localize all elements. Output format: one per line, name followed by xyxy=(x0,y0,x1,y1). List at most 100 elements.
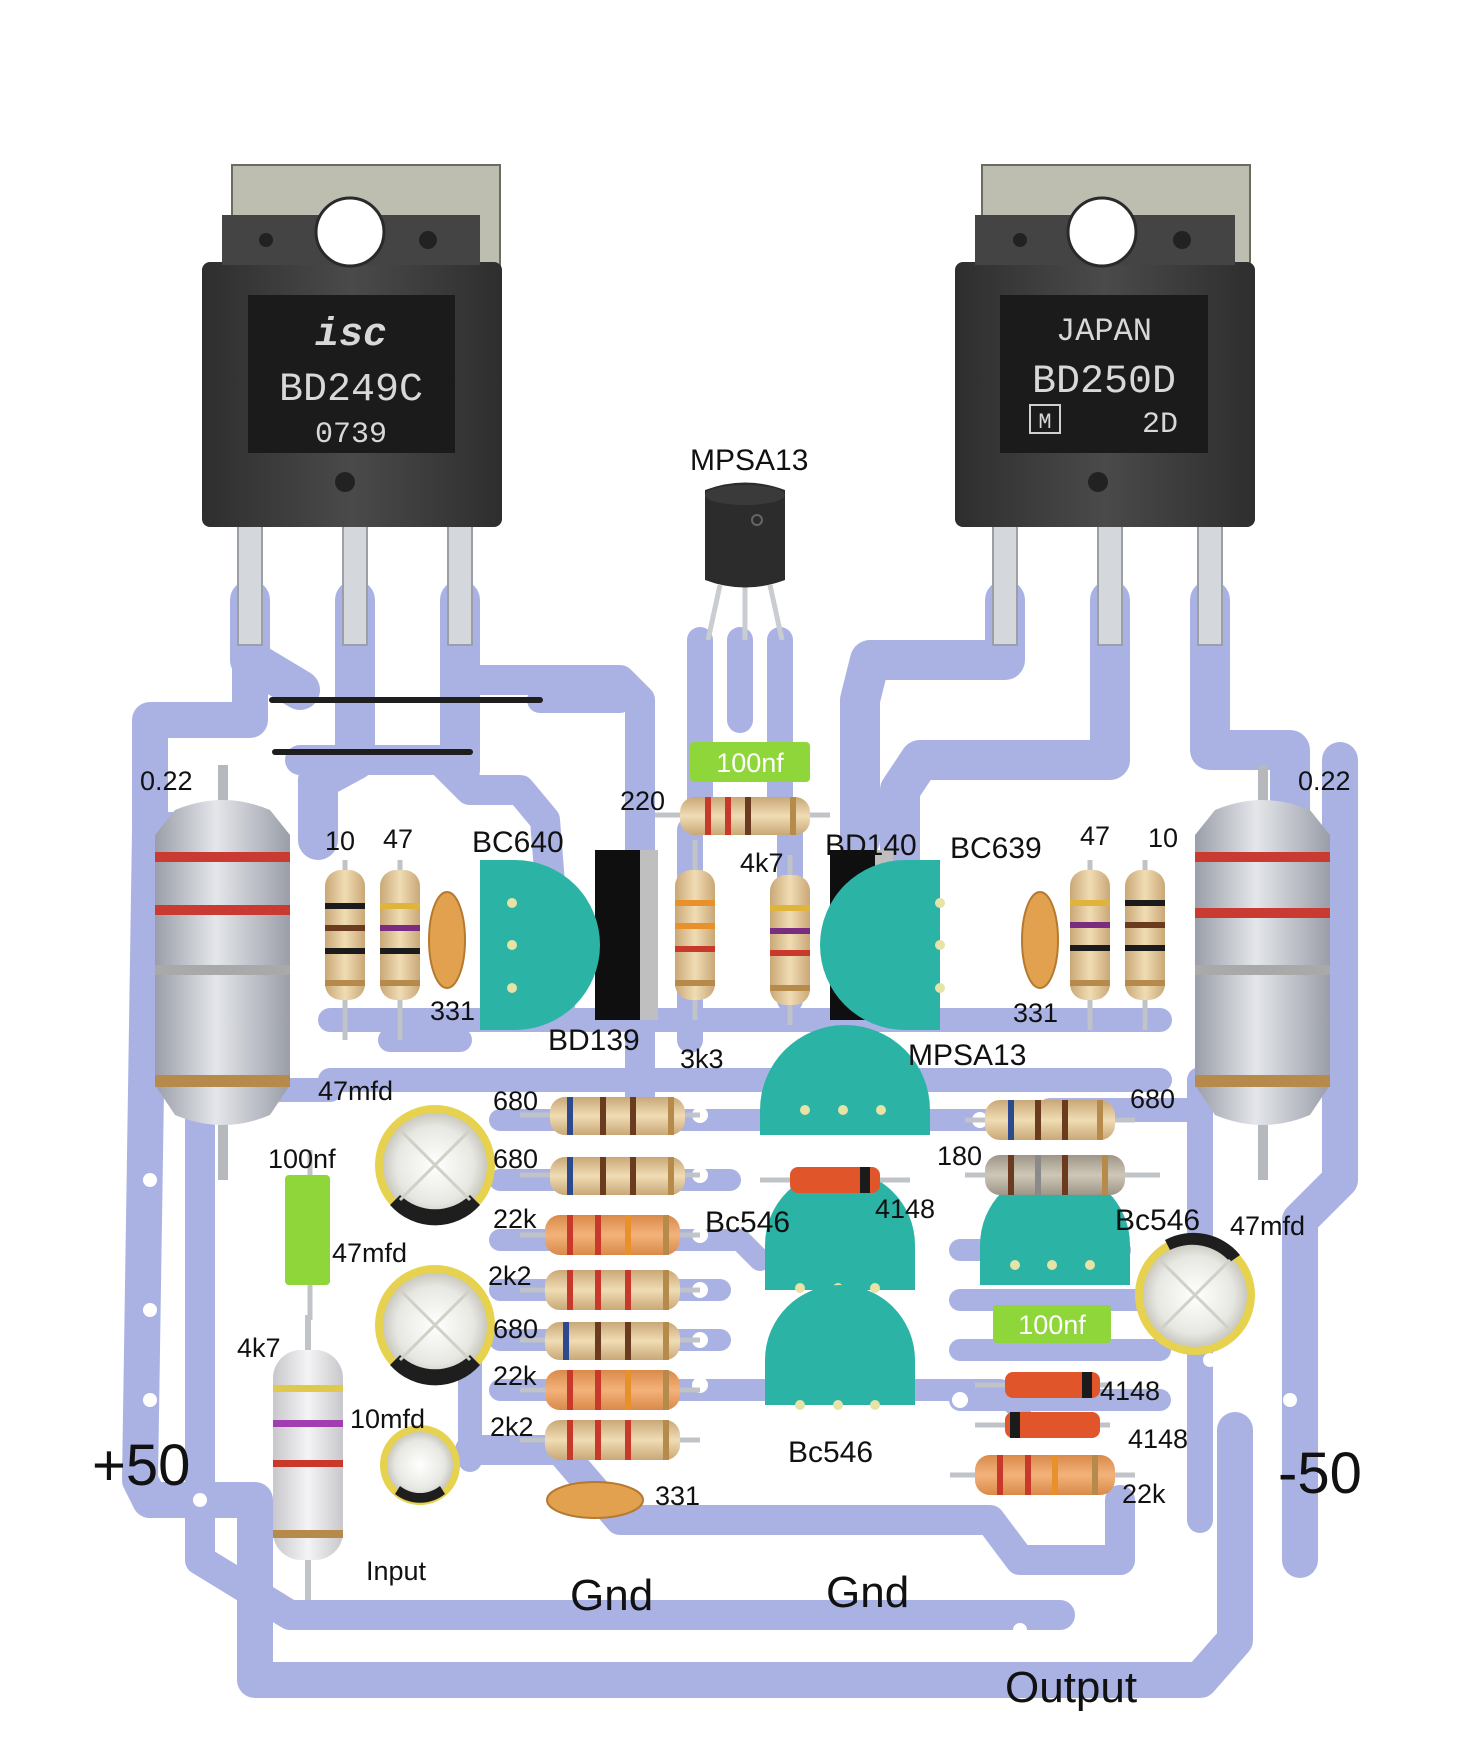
resistor-680-1 xyxy=(520,1097,700,1135)
resistor-680-right xyxy=(965,1100,1135,1140)
right-chip-brand: JAPAN xyxy=(1056,313,1152,350)
manufacturer-logo-box xyxy=(1029,404,1061,434)
bd139-body xyxy=(595,850,640,1020)
pcb-pads xyxy=(143,1107,1347,1637)
power-resistor-left xyxy=(155,765,290,1180)
e-cap-47mfd-top xyxy=(375,1105,495,1226)
to92-leads xyxy=(705,584,785,641)
label-bc546-1: Bc546 xyxy=(705,1206,790,1239)
label-bc640: BC640 xyxy=(472,826,564,859)
left-chip-brand: isc xyxy=(315,313,387,358)
resistor-2k2-2 xyxy=(520,1420,700,1460)
label-e47mfd-right: 47mfd xyxy=(1230,1211,1305,1241)
label-gnd-left: Gnd xyxy=(570,1571,653,1620)
left-chip-part: BD249C xyxy=(279,368,423,413)
e-cap-47mfd-mid xyxy=(375,1265,495,1386)
right-chip-part: BD250D xyxy=(1032,360,1176,405)
label-r22k-1: 22k xyxy=(493,1204,537,1234)
label-d4148-1: 4148 xyxy=(875,1194,935,1224)
component-labels: MPSA13 0.22 0.22 10 47 BC640 220 4k7 BD1… xyxy=(92,444,1362,1712)
resistor-47-left xyxy=(380,870,420,1000)
right-chip-code: 2D xyxy=(1142,408,1178,442)
label-r22k-right: 22k xyxy=(1122,1479,1166,1509)
e-cap-10mfd xyxy=(380,1425,460,1505)
label-e10mfd: 10mfd xyxy=(350,1404,425,1434)
label-gnd-right: Gnd xyxy=(826,1568,909,1617)
mounting-hole xyxy=(314,196,386,268)
label-r10-right: 10 xyxy=(1148,823,1178,853)
ceramic-caps-331 xyxy=(428,891,1059,1519)
diode-4148-1 xyxy=(760,1167,910,1193)
label-plus50: +50 xyxy=(92,1433,190,1498)
label-r22k-2: 22k xyxy=(493,1361,537,1391)
label-bd140: BD140 xyxy=(825,829,917,862)
cap-100nf-top-label: 100nf xyxy=(716,748,784,778)
label-c331-left: 331 xyxy=(430,996,475,1026)
resistors-right xyxy=(950,1100,1160,1495)
label-r022-right: 0.22 xyxy=(1298,766,1351,796)
label-input: Input xyxy=(366,1556,427,1586)
diode-4148-3 xyxy=(975,1412,1110,1438)
resistor-4k7-left xyxy=(273,1315,343,1600)
label-r3k3: 3k3 xyxy=(680,1044,724,1074)
bc546-transistor-3 xyxy=(765,1285,915,1410)
bc640-transistor xyxy=(480,860,600,1030)
e-cap-47mfd-right xyxy=(1135,1232,1255,1355)
bc546-transistor-2 xyxy=(980,1170,1130,1285)
chip-capacitor-100nf-right: 100nf xyxy=(993,1305,1111,1343)
label-r10-left: 10 xyxy=(325,826,355,856)
power-transistor-left: isc BD249C 0739 xyxy=(202,164,502,646)
label-c331-bottom: 331 xyxy=(655,1481,700,1511)
label-r680-2: 680 xyxy=(493,1144,538,1174)
resistor-22k-2 xyxy=(520,1370,700,1410)
resistors-left-column xyxy=(520,1097,700,1460)
label-r2k2-2: 2k2 xyxy=(490,1412,534,1442)
resistor-2k2-1 xyxy=(520,1270,700,1310)
left-chip-code: 0739 xyxy=(315,418,387,452)
label-cap100nf-left: 100nf xyxy=(268,1144,336,1174)
electrolytic-capacitors xyxy=(375,1105,1255,1505)
power-transistor-right: JAPAN BD250D M 2D xyxy=(955,164,1255,646)
label-mpsa13-top: MPSA13 xyxy=(690,444,808,477)
mounting-hole xyxy=(1066,196,1138,268)
resistor-680-2 xyxy=(520,1157,700,1195)
label-r022-left: 0.22 xyxy=(140,766,193,796)
mpsa13-top-transistor xyxy=(705,482,785,641)
label-r47-left: 47 xyxy=(383,824,413,854)
label-bc546-2: Bc546 xyxy=(1115,1204,1200,1237)
label-minus50: -50 xyxy=(1278,1441,1362,1506)
resistor-680-3 xyxy=(520,1322,700,1360)
small-resistor-bodies xyxy=(325,870,1165,1005)
bc639-transistor xyxy=(820,860,945,1030)
label-c331-right: 331 xyxy=(1013,998,1058,1028)
label-r180: 180 xyxy=(937,1141,982,1171)
label-r2k2-1: 2k2 xyxy=(488,1261,532,1291)
resistor-10-left xyxy=(325,870,365,1000)
label-e47mfd-top: 47mfd xyxy=(318,1076,393,1106)
jumper-wires xyxy=(269,697,543,755)
resistor-220 xyxy=(655,797,830,835)
to92-transistors xyxy=(480,860,1130,1410)
mpsa13-mid-transistor xyxy=(760,1025,930,1135)
label-output: Output xyxy=(1005,1663,1137,1712)
label-mpsa13-mid: MPSA13 xyxy=(908,1039,1026,1072)
resistor-22k-1 xyxy=(520,1215,700,1255)
label-bd139: BD139 xyxy=(548,1024,640,1057)
transistor-left-leads xyxy=(237,519,473,646)
right-chip-logo: M xyxy=(1038,410,1051,435)
chip-capacitor-100nf-top: 100nf xyxy=(690,742,810,782)
label-d4148-3: 4148 xyxy=(1128,1424,1188,1454)
label-r220: 220 xyxy=(620,786,665,816)
label-d4148-2: 4148 xyxy=(1100,1376,1160,1406)
label-r4k7-mid: 4k7 xyxy=(740,848,784,878)
power-resistor-right xyxy=(1195,765,1330,1180)
label-r680-1: 680 xyxy=(493,1086,538,1116)
label-bc546-3: Bc546 xyxy=(788,1436,873,1469)
label-r4k7-left: 4k7 xyxy=(237,1333,281,1363)
label-r47-right: 47 xyxy=(1080,821,1110,851)
chip-capacitor-100nf-left xyxy=(285,1150,330,1320)
transistor-right-leads xyxy=(992,519,1223,646)
copper-traces xyxy=(122,580,1358,1698)
